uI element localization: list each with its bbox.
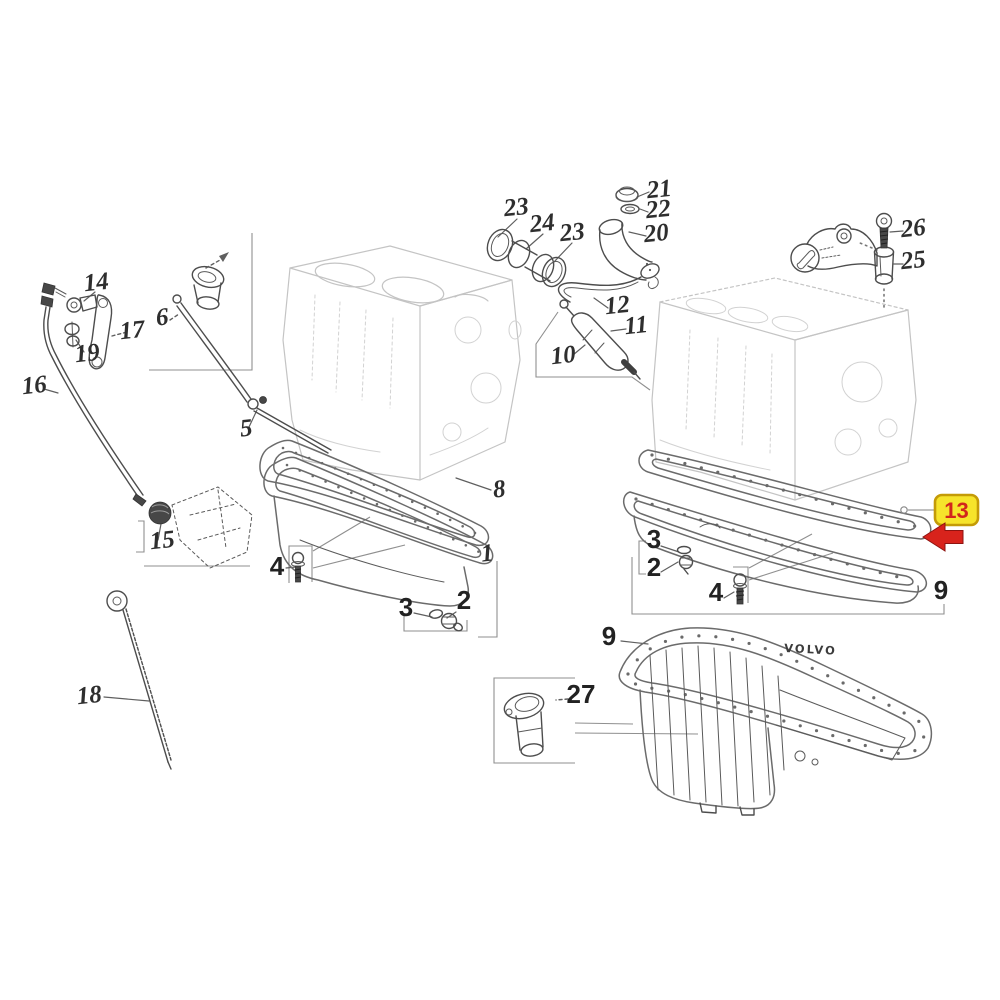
washers-19 bbox=[64, 321, 80, 348]
part-label-26-22: 26 bbox=[898, 214, 927, 244]
banjo-bolt-14 bbox=[41, 282, 98, 313]
part-label-16-3: 16 bbox=[20, 371, 48, 401]
drain-plug-right-2-3 bbox=[676, 545, 694, 575]
part-label-18-5: 18 bbox=[75, 681, 103, 711]
part-label-19-2: 19 bbox=[73, 339, 101, 369]
oil-pan-1 bbox=[263, 456, 494, 607]
drain-tube-27 bbox=[503, 692, 545, 757]
engine-bracket-arm bbox=[790, 223, 878, 273]
part-label-25-23: 25 bbox=[898, 246, 927, 276]
drain-plug-left-2-3 bbox=[428, 609, 463, 632]
part-label-24-14: 24 bbox=[527, 209, 556, 239]
link-arm-17 bbox=[88, 294, 113, 370]
part-13-badge-number: 13 bbox=[944, 498, 968, 523]
part-label-15-4: 15 bbox=[148, 526, 176, 555]
part-label-3-11: 3 bbox=[399, 592, 413, 622]
part-label-21-16: 21 bbox=[644, 175, 673, 205]
part-label-27-29: 27 bbox=[567, 679, 596, 709]
part-label-14-0: 14 bbox=[82, 268, 110, 297]
part-label-17-1: 17 bbox=[118, 316, 147, 346]
part-label-4-26: 4 bbox=[709, 577, 724, 607]
breather-hose-12 bbox=[558, 276, 642, 303]
highlight-part-13: 13 bbox=[900, 493, 980, 552]
engine-block-right bbox=[651, 277, 917, 501]
part-label-2-25: 2 bbox=[647, 552, 661, 582]
part-label-9-27: 9 bbox=[934, 575, 948, 605]
oil-filler-cap-21 bbox=[615, 186, 639, 203]
oil-trap-11 bbox=[559, 299, 641, 380]
group-bracket-lines bbox=[136, 233, 945, 764]
engine-block-left bbox=[282, 245, 522, 481]
part-label-6-6: 6 bbox=[155, 303, 171, 331]
hose-clamp-23-left bbox=[486, 228, 514, 262]
part-label-10-21: 10 bbox=[549, 341, 577, 371]
gasket-8 bbox=[259, 439, 490, 547]
oil-filler-funnel-6 bbox=[191, 252, 229, 310]
oil-pickup-outline-15 bbox=[171, 486, 253, 569]
dipstick-tube-6 bbox=[172, 294, 332, 454]
bushing-25 bbox=[873, 246, 895, 285]
part-label-20-18: 20 bbox=[641, 219, 670, 249]
part-label-2-12: 2 bbox=[457, 585, 471, 615]
filler-pipe-20 bbox=[598, 218, 660, 289]
oil-pipe-16 bbox=[40, 295, 147, 507]
part-label-3-24: 3 bbox=[647, 524, 661, 554]
part-label-5-7: 5 bbox=[239, 414, 254, 442]
part-label-22-17: 22 bbox=[643, 195, 672, 225]
part-label-1-9: 1 bbox=[480, 539, 495, 567]
cap-gasket-22 bbox=[620, 203, 640, 215]
bolt-26 bbox=[875, 212, 893, 249]
bolt-4-left bbox=[291, 551, 305, 583]
part-label-11-20: 11 bbox=[623, 311, 649, 340]
hose-24 bbox=[507, 239, 555, 283]
part-label-8-8: 8 bbox=[492, 475, 508, 503]
leader-lines bbox=[43, 191, 904, 702]
part-13-badge bbox=[933, 493, 980, 527]
bottom-oil-pan-9: VOLVO bbox=[618, 627, 933, 816]
dipstick-18 bbox=[106, 590, 172, 770]
part-label-9-28: 9 bbox=[602, 621, 616, 651]
red-pointer-arrow bbox=[922, 522, 964, 552]
hose-clamp-23-right bbox=[541, 256, 567, 288]
part-label-12-19: 12 bbox=[603, 291, 631, 320]
plug-15 bbox=[148, 501, 172, 525]
part-label-23-15: 23 bbox=[557, 218, 586, 248]
part-label-23-13: 23 bbox=[501, 193, 530, 223]
gasket-13-highlighted-part bbox=[638, 449, 932, 540]
bolt-5 bbox=[259, 396, 267, 404]
part-label-4-10: 4 bbox=[270, 551, 285, 581]
oil-pan-9 bbox=[623, 491, 927, 604]
bolt-4-right bbox=[733, 573, 747, 605]
volvo-brand-text: VOLVO bbox=[784, 641, 837, 658]
